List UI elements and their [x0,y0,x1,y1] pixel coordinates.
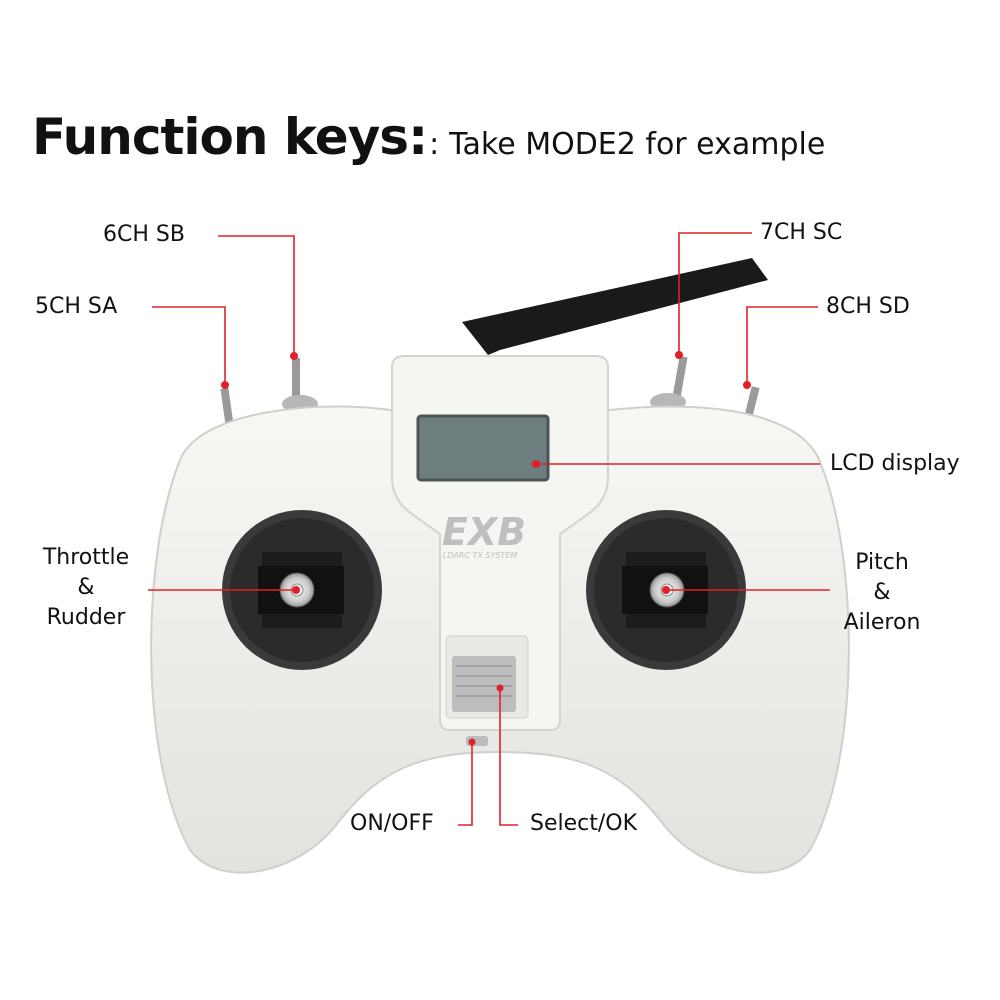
label-pitch: Pitch [855,550,909,575]
label-aileron: Aileron [843,610,921,635]
label-throttle: Throttle [42,545,130,570]
label-throttle-rudder: Throttle & Rudder [36,543,136,633]
left-stick[interactable] [222,510,382,670]
antenna [462,258,768,355]
title-separator: : [429,127,440,162]
title-subtitle: Take MODE2 for example [449,127,826,162]
label-5ch-sa: 5CH SA [35,294,118,319]
label-on-off: ON/OFF [350,811,434,836]
page-title: Function keys:: Take MODE2 for example [32,108,825,166]
device-logo-sub: LDARC TX SYSTEM [443,551,518,560]
switch-7ch-sc[interactable] [650,355,688,411]
label-left-amp: & [77,575,95,600]
label-select-ok: Select/OK [530,811,638,836]
label-pitch-aileron: Pitch & Aileron [832,548,932,638]
label-rudder: Rudder [46,605,126,630]
device-logo: EXB [442,510,526,554]
label-lcd-display: LCD display [830,451,960,476]
label-7ch-sc: 7CH SC [760,220,843,245]
title-main: Function keys: [32,108,428,166]
select-ok-button[interactable] [452,656,516,712]
label-8ch-sd: 8CH SD [826,294,910,319]
leader-dots [221,351,751,746]
leader-lines [148,232,830,826]
label-right-amp: & [873,580,891,605]
lcd-display [416,414,550,482]
switch-6ch-sb[interactable] [282,358,318,413]
label-6ch-sb: 6CH SB [103,222,185,247]
